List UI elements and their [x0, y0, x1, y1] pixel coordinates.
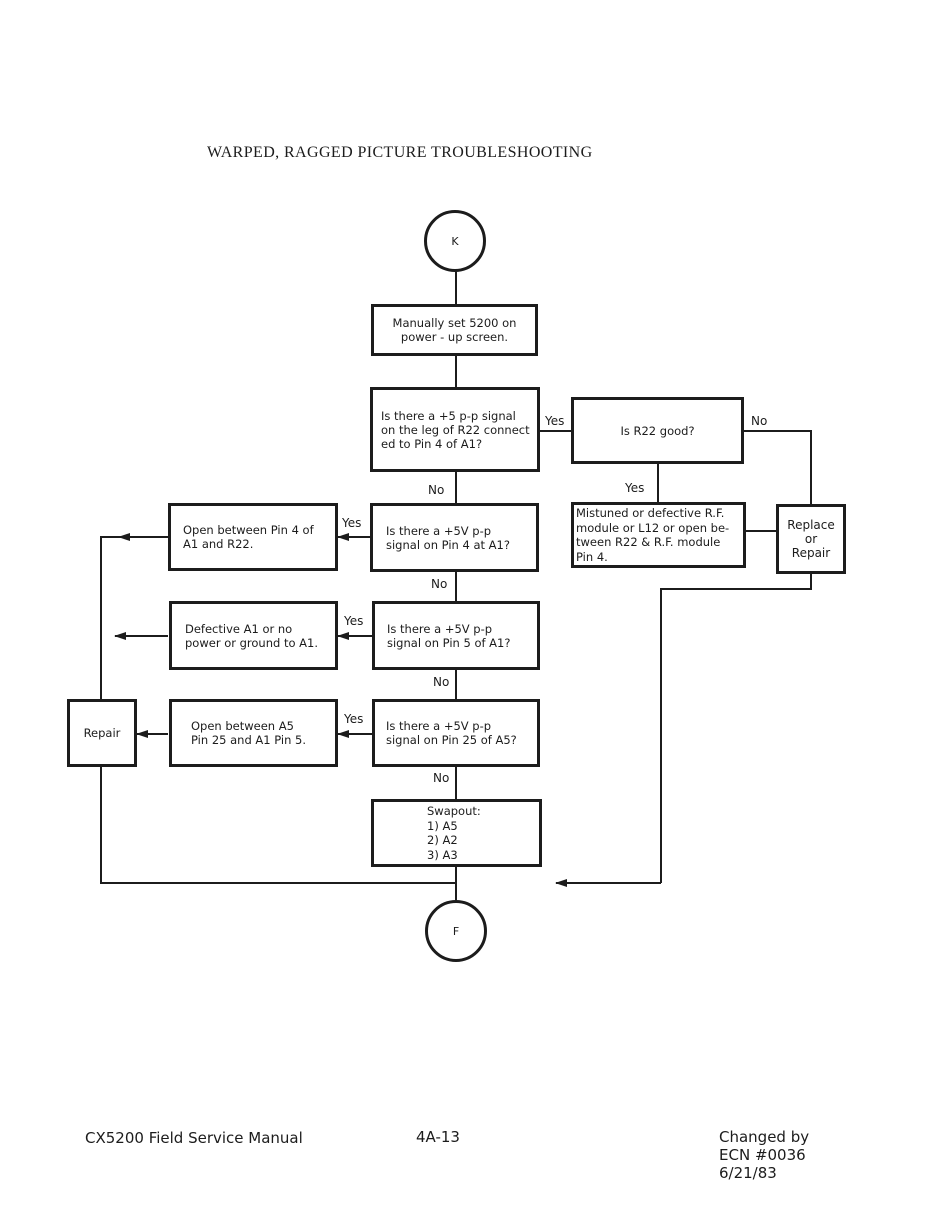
- open-pin4-text: Open between Pin 4 of A1 and R22.: [183, 523, 314, 551]
- repair-text: Repair: [83, 726, 121, 740]
- label-yes-pin4: Yes: [342, 516, 362, 530]
- decision-r22-good-text: Is R22 good?: [620, 423, 695, 438]
- swapout-text: Swapout: 1) A5 2) A2 3) A3: [427, 804, 481, 862]
- defective-a1-box: Defective A1 or no power or ground to A1…: [169, 601, 338, 670]
- connector-replace-return: [660, 573, 812, 883]
- footer-manual-name: CX5200 Field Service Manual: [85, 1129, 303, 1147]
- connector-r22-no: [743, 430, 812, 504]
- label-yes-r22-good: Yes: [625, 481, 645, 495]
- mistuned-rf-text: Mistuned or defective R.F. module or L12…: [576, 506, 730, 564]
- decision-pin25-text: Is there a +5V p-p signal on Pin 25 of A…: [386, 719, 517, 747]
- swapout-box: Swapout: 1) A5 2) A2 3) A3: [371, 799, 542, 867]
- label-no-r22-good: No: [751, 414, 768, 428]
- footer-change-note: Changed by ECN #0036 6/21/83: [719, 1128, 810, 1182]
- defective-a1-text: Defective A1 or no power or ground to A1…: [185, 621, 319, 650]
- repair-box: Repair: [67, 699, 137, 767]
- end-connector-f: F: [425, 900, 487, 962]
- open-pin4-box: Open between Pin 4 of A1 and R22.: [168, 503, 338, 571]
- connector-left-bus: [100, 536, 135, 699]
- label-no-pin4: No: [431, 577, 448, 591]
- label-yes-pin5: Yes: [344, 614, 364, 628]
- decision-pin5: Is there a +5V p-p signal on Pin 5 of A1…: [372, 601, 540, 670]
- start-label: K: [451, 234, 459, 248]
- decision-r22-leg-text: Is there a +5 p-p signal on the leg of R…: [381, 408, 530, 451]
- label-yes-pin25: Yes: [344, 712, 364, 726]
- label-no-pin25: No: [433, 771, 450, 785]
- decision-r22-good: Is R22 good?: [571, 397, 744, 464]
- replace-repair-text: Replace or Repair: [787, 518, 835, 560]
- decision-pin5-text: Is there a +5V p-p signal on Pin 5 of A1…: [387, 621, 511, 650]
- decision-pin4: Is there a +5V p-p signal on Pin 4 at A1…: [370, 503, 539, 572]
- open-a5-box: Open between A5 Pin 25 and A1 Pin 5.: [169, 699, 338, 767]
- set-power-up-box: Manually set 5200 on power - up screen.: [371, 304, 538, 356]
- label-no-q1: No: [428, 483, 445, 497]
- page-title: WARPED, RAGGED PICTURE TROUBLESHOOTING: [207, 144, 593, 161]
- footer-page-number: 4A-13: [416, 1128, 460, 1146]
- mistuned-rf-box: Mistuned or defective R.F. module or L12…: [571, 502, 746, 568]
- connector-repair-return: [100, 767, 456, 884]
- decision-pin25: Is there a +5V p-p signal on Pin 25 of A…: [372, 699, 540, 767]
- replace-repair-box: Replace or Repair: [776, 504, 846, 574]
- end-label: F: [452, 924, 460, 938]
- start-connector-k: K: [424, 210, 486, 272]
- decision-pin4-text: Is there a +5V p-p signal on Pin 4 at A1…: [386, 523, 510, 552]
- label-yes-r22: Yes: [545, 414, 565, 428]
- decision-r22-leg: Is there a +5 p-p signal on the leg of R…: [370, 387, 540, 472]
- open-a5-text: Open between A5 Pin 25 and A1 Pin 5.: [191, 719, 307, 747]
- set-power-up-text: Manually set 5200 on power - up screen.: [392, 316, 517, 344]
- label-no-pin5: No: [433, 675, 450, 689]
